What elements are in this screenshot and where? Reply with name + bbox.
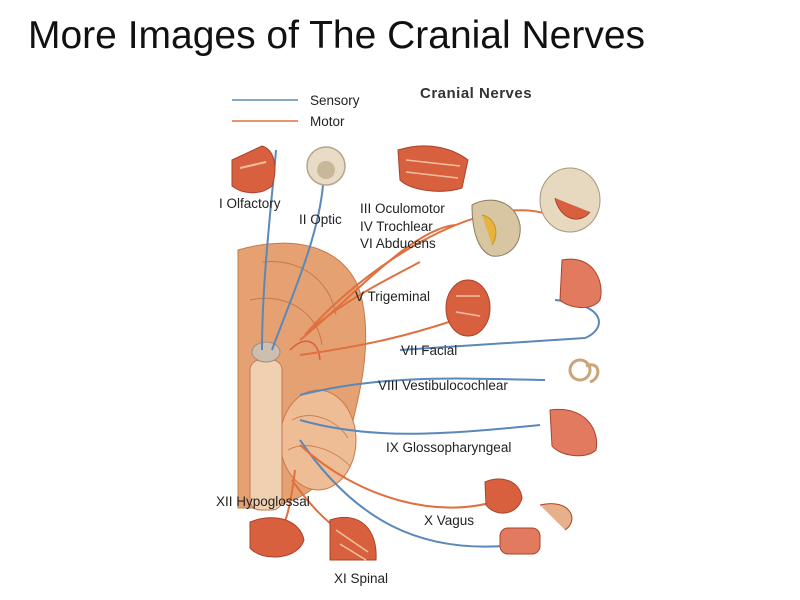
vagus-sensory-path xyxy=(299,439,516,548)
brain-base xyxy=(237,242,367,511)
optic-nerve-path xyxy=(271,184,324,351)
cerebellum xyxy=(279,389,357,491)
vestibulocochlear-nerve-path xyxy=(299,377,546,396)
skull-illustration xyxy=(539,167,601,233)
jaw-muscle xyxy=(554,197,591,220)
nasal-cavity-illustration xyxy=(231,145,276,194)
facial-muscle-lines xyxy=(455,295,481,317)
face-icon xyxy=(445,279,491,337)
legend-motor-label: Motor xyxy=(310,114,345,129)
optic-chiasm xyxy=(251,341,281,363)
inner-ear-illustration xyxy=(568,358,600,384)
legend: Sensory Motor xyxy=(232,93,360,129)
label-oculomotor: III Oculomotor xyxy=(360,201,445,216)
head-icon xyxy=(471,199,521,257)
muscle-fibers xyxy=(405,159,461,179)
ear-cochlea-icon xyxy=(568,358,592,382)
lungs-heart-icon xyxy=(484,478,523,514)
eyeball-illustration xyxy=(306,146,346,186)
trochlear-nerve-path xyxy=(304,209,551,336)
nerve-labels: I Olfactory II Optic III Oculomotor IV T… xyxy=(216,196,511,586)
head-profile-illustration xyxy=(471,199,521,257)
trigeminal-nerve-path xyxy=(309,261,421,331)
neck-muscle-lines xyxy=(335,529,369,561)
label-spinal: XI Spinal xyxy=(334,571,388,586)
skull-icon xyxy=(539,167,601,233)
head-highlight xyxy=(481,214,497,246)
visceral-organs-illustration xyxy=(484,478,573,555)
oral-cavity-illustration xyxy=(559,258,602,308)
label-hypoglossal: XII Hypoglossal xyxy=(216,494,310,509)
legend-sensory-label: Sensory xyxy=(310,93,360,108)
eye-muscles-illustration xyxy=(397,145,469,192)
vessel xyxy=(289,340,321,361)
throat-icon xyxy=(549,408,598,457)
glossopharyngeal-sensory-path xyxy=(299,419,541,435)
label-facial: VII Facial xyxy=(401,343,457,358)
nose-icon xyxy=(231,145,276,194)
stomach-icon xyxy=(539,503,573,531)
tongue-illustration xyxy=(249,517,305,558)
label-trigeminal: V Trigeminal xyxy=(355,289,430,304)
brainstem xyxy=(249,359,283,511)
nasal-fold xyxy=(239,161,267,169)
throat-illustration xyxy=(549,408,598,457)
neck-illustration xyxy=(329,516,377,561)
cerebellum-fold xyxy=(287,445,351,467)
eye-lens xyxy=(317,161,335,179)
vagus-motor-path xyxy=(299,444,501,509)
label-olfactory: I Olfactory xyxy=(219,196,281,211)
facial-motor-path xyxy=(299,319,456,356)
cerebellum-fold xyxy=(291,415,349,439)
label-vestibulocochlear: VIII Vestibulocochlear xyxy=(378,378,508,393)
face-muscles-illustration xyxy=(445,279,491,337)
label-optic: II Optic xyxy=(299,212,342,227)
mouth-icon xyxy=(559,258,602,308)
brain-gyrus xyxy=(249,297,323,346)
slide-title: More Images of The Cranial Nerves xyxy=(28,14,646,57)
eye-muscle-icon xyxy=(397,145,469,192)
intestine-icon xyxy=(499,527,541,555)
label-glossopharyngeal: IX Glossopharyngeal xyxy=(386,440,511,455)
neck-icon xyxy=(329,516,377,561)
label-abducens: VI Abducens xyxy=(360,236,436,251)
tongue-icon xyxy=(249,517,305,558)
label-vagus: X Vagus xyxy=(424,513,474,528)
diagram-title: Cranial Nerves xyxy=(420,85,532,102)
label-trochlear: IV Trochlear xyxy=(360,219,433,234)
oculomotor-nerve-path xyxy=(299,224,456,341)
ear-canal xyxy=(585,363,600,384)
